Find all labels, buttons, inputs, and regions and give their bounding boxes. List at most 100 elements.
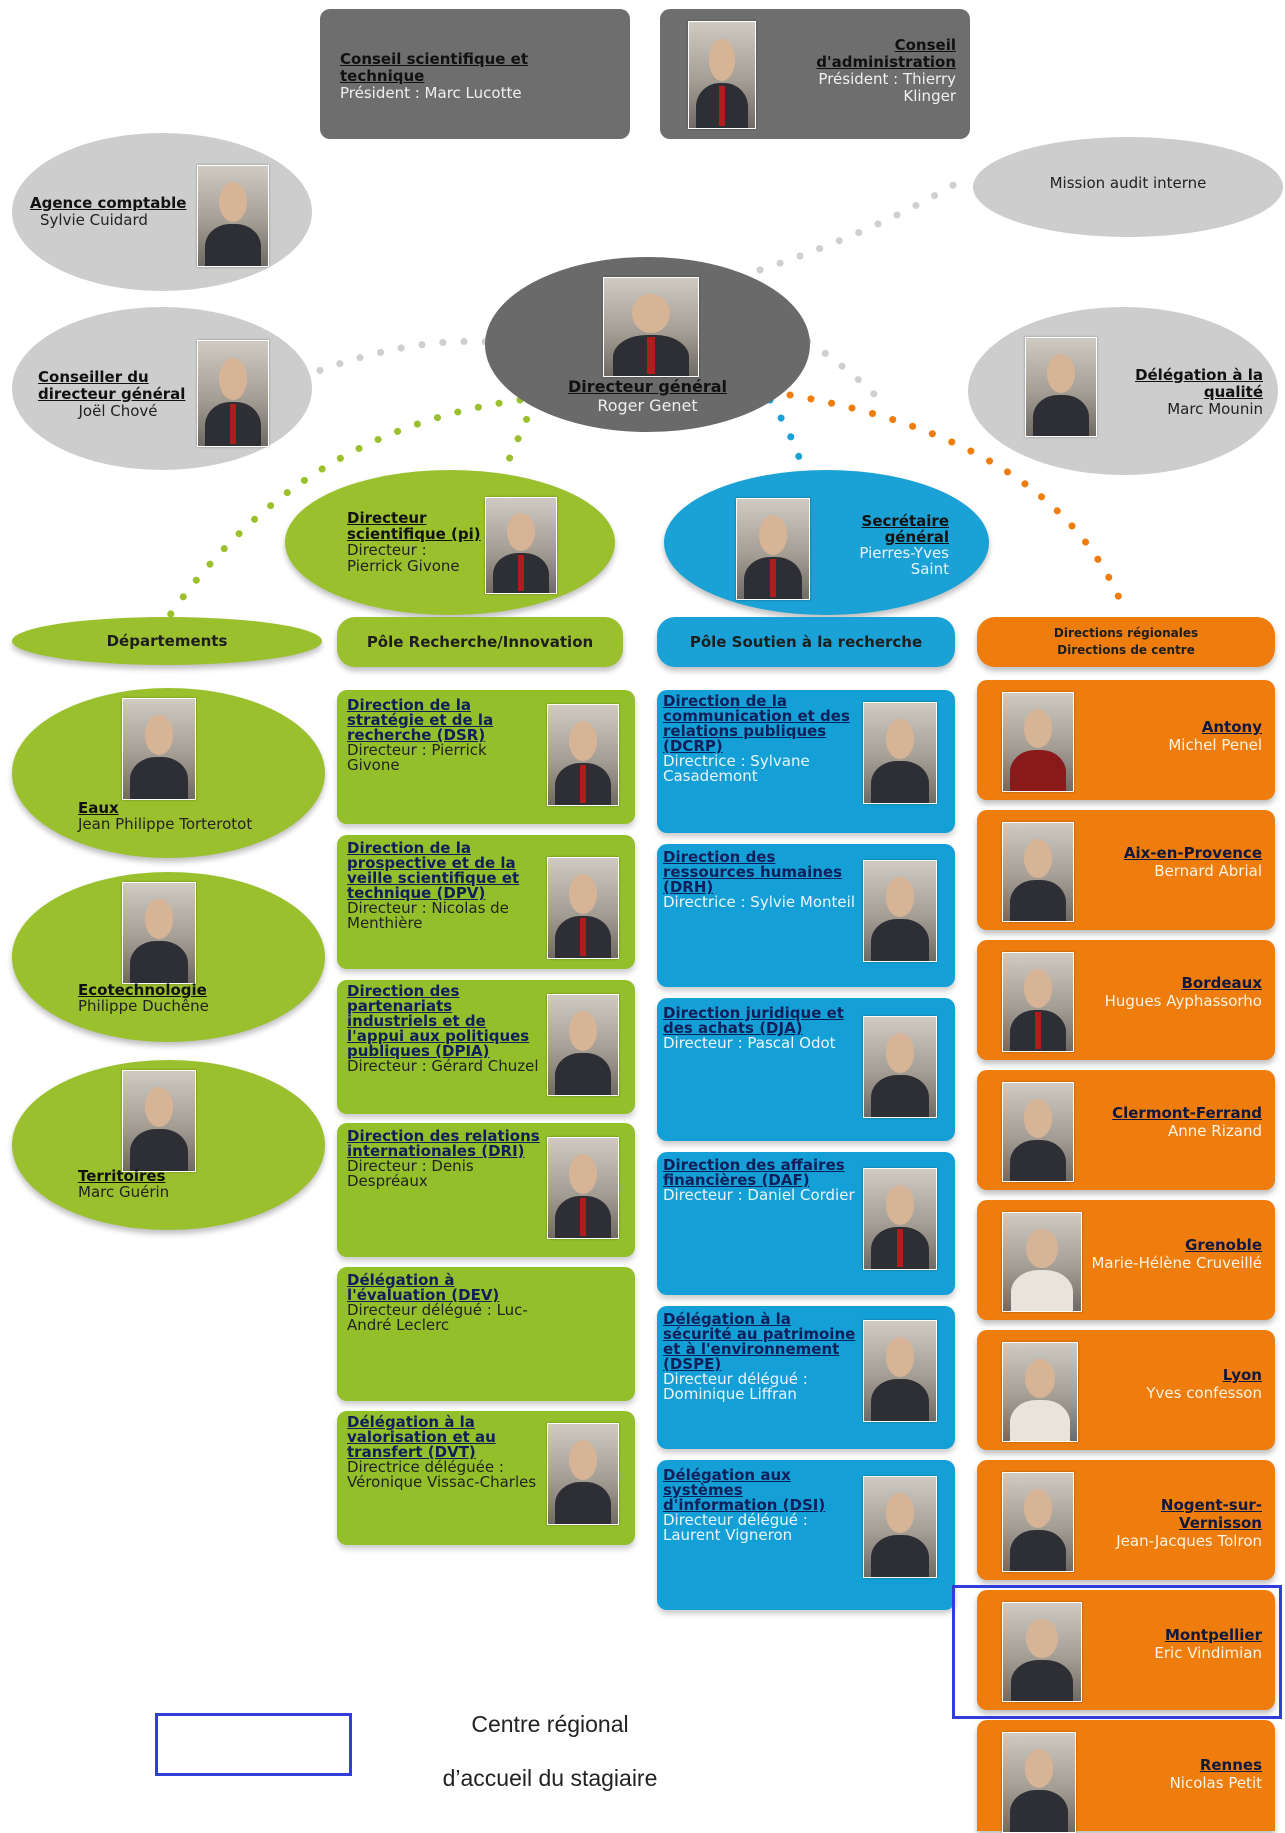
region-item: Antony Michel Penel bbox=[977, 680, 1275, 800]
region-item: Aix-en-Provence Bernard Abrial bbox=[977, 810, 1275, 930]
conseil-scientifique-title[interactable]: Conseil scientifique et technique bbox=[340, 50, 528, 85]
directeur-general-title[interactable]: Directeur général bbox=[567, 377, 728, 396]
region-title[interactable]: Antony bbox=[1201, 718, 1262, 736]
support-item: Direction des ressources humaines (DRH) … bbox=[657, 844, 955, 987]
qualite-title[interactable]: Délégation à la qualité bbox=[1135, 366, 1263, 401]
region-item: Rennes Nicolas Petit bbox=[977, 1720, 1275, 1833]
person-photo bbox=[547, 857, 619, 959]
department-item: Territoires Marc Guérin bbox=[12, 1060, 325, 1230]
research-item: Direction de la stratégie et de la reche… bbox=[337, 690, 635, 824]
directeur-scientifique-title[interactable]: Directeur scientifique (pi) bbox=[347, 509, 481, 543]
conseil-administration-title[interactable]: Conseil d'administration bbox=[816, 36, 956, 71]
region-director: Anne Rizand bbox=[1168, 1122, 1262, 1140]
agence-comptable-title[interactable]: Agence comptable bbox=[30, 194, 187, 212]
header-directions-regionales-line1: Directions régionales bbox=[1053, 626, 1199, 640]
region-item: Nogent-sur-Vernisson Jean-Jacques Tolron bbox=[977, 1460, 1275, 1580]
support-director: Directeur délégué : Dominique Liffran bbox=[663, 1370, 808, 1403]
support-title[interactable]: Direction des affaires financières (DAF) bbox=[663, 1156, 845, 1189]
person-photo bbox=[736, 498, 810, 600]
person-photo bbox=[197, 340, 269, 447]
person-photo bbox=[197, 165, 269, 267]
directeur-scientifique-name: Directeur : Pierrick Givone bbox=[347, 541, 460, 575]
research-title[interactable]: Délégation à la valorisation et au trans… bbox=[347, 1413, 496, 1461]
legend-line-1: Centre régional bbox=[471, 1711, 629, 1737]
support-title[interactable]: Direction des ressources humaines (DRH) bbox=[663, 848, 843, 896]
person-photo bbox=[603, 277, 699, 377]
agence-comptable-name: Sylvie Cuidard bbox=[40, 211, 148, 229]
region-title[interactable]: Grenoble bbox=[1185, 1236, 1262, 1254]
research-item: Direction de la prospective et de la vei… bbox=[337, 835, 635, 969]
research-title[interactable]: Délégation à l'évaluation (DEV) bbox=[347, 1271, 500, 1304]
research-title[interactable]: Direction des partenariats industriels e… bbox=[347, 982, 530, 1060]
header-directions-regionales: Directions régionales Directions de cent… bbox=[977, 617, 1275, 667]
research-title[interactable]: Direction des relations internationales … bbox=[347, 1127, 540, 1160]
person-photo bbox=[1002, 1212, 1082, 1312]
header-directions-regionales-line2: Directions de centre bbox=[1057, 643, 1195, 657]
department-name: Marc Guérin bbox=[78, 1183, 170, 1201]
region-title[interactable]: Lyon bbox=[1222, 1366, 1262, 1384]
region-title[interactable]: Aix-en-Provence bbox=[1123, 844, 1262, 862]
region-title[interactable]: Rennes bbox=[1199, 1756, 1262, 1774]
header-departements: Départements bbox=[12, 617, 322, 665]
region-director: Yves confesson bbox=[1146, 1384, 1262, 1402]
department-title[interactable]: Ecotechnologie bbox=[78, 981, 207, 999]
region-title[interactable]: Clermont-Ferrand bbox=[1112, 1104, 1262, 1122]
header-pole-soutien: Pôle Soutien à la recherche bbox=[657, 617, 955, 667]
directeur-scientifique-oval: Directeur scientifique (pi) Directeur : … bbox=[285, 470, 615, 615]
region-item: Grenoble Marie-Hélène Cruveillé bbox=[977, 1200, 1275, 1320]
legend-line-2: d’accueil du stagiaire bbox=[442, 1765, 658, 1791]
header-departements-label: Départements bbox=[106, 632, 228, 650]
conseiller-oval: Conseiller du directeur général Joël Cho… bbox=[12, 307, 312, 470]
region-title[interactable]: Nogent-sur-Vernisson bbox=[1160, 1496, 1262, 1532]
department-title[interactable]: Eaux bbox=[78, 799, 119, 817]
person-photo bbox=[863, 1320, 937, 1422]
support-item: Délégation aux systèmes d'information (D… bbox=[657, 1460, 955, 1610]
conseil-administration-president: Président : Thierry Klinger bbox=[818, 70, 956, 105]
secretaire-general-title[interactable]: Secrétaire général bbox=[861, 512, 949, 546]
agence-comptable-oval: Agence comptable Sylvie Cuidard bbox=[12, 133, 312, 291]
research-director: Directeur : Nicolas de Menthière bbox=[347, 899, 509, 932]
support-item: Direction juridique et des achats (DJA) … bbox=[657, 998, 955, 1141]
person-photo bbox=[547, 1137, 619, 1239]
directeur-general-oval: Directeur général Roger Genet bbox=[485, 257, 810, 432]
region-director: Bernard Abrial bbox=[1154, 862, 1262, 880]
region-director: Marie-Hélène Cruveillé bbox=[1091, 1254, 1262, 1272]
mission-audit-oval: Mission audit interne bbox=[973, 137, 1283, 237]
department-title[interactable]: Territoires bbox=[78, 1167, 166, 1185]
research-title[interactable]: Direction de la prospective et de la vei… bbox=[347, 839, 520, 902]
person-photo bbox=[547, 704, 619, 806]
directeur-general-name: Roger Genet bbox=[597, 396, 698, 415]
support-title[interactable]: Direction juridique et des achats (DJA) bbox=[663, 1004, 844, 1037]
person-photo bbox=[863, 702, 937, 804]
legend-swatch bbox=[155, 1713, 352, 1776]
person-photo bbox=[1002, 1472, 1074, 1572]
region-title[interactable]: Bordeaux bbox=[1181, 974, 1262, 992]
support-title[interactable]: Délégation aux systèmes d'information (D… bbox=[663, 1466, 826, 1514]
person-photo bbox=[485, 497, 557, 594]
legend-label: Centre régional d’accueil du stagiaire bbox=[380, 1697, 720, 1805]
support-director: Directeur délégué : Laurent Vigneron bbox=[663, 1511, 808, 1544]
research-title[interactable]: Direction de la stratégie et de la reche… bbox=[347, 696, 494, 744]
region-director: Michel Penel bbox=[1168, 736, 1262, 754]
person-photo bbox=[863, 1016, 937, 1118]
person-photo bbox=[547, 994, 619, 1096]
support-director: Directrice : Sylvane Casademont bbox=[663, 752, 810, 785]
support-title[interactable]: Délégation à la sécurité au patrimoine e… bbox=[663, 1310, 856, 1373]
person-photo bbox=[1002, 1082, 1074, 1182]
conseiller-title[interactable]: Conseiller du directeur général bbox=[38, 368, 186, 403]
support-director: Directeur : Pascal Odot bbox=[663, 1034, 836, 1052]
qualite-oval: Délégation à la qualité Marc Mounin bbox=[968, 307, 1278, 475]
department-item: Eaux Jean Philippe Torterotot bbox=[12, 688, 325, 858]
research-director: Directrice déléguée : Véronique Vissac-C… bbox=[347, 1458, 537, 1491]
conseil-administration-box: Conseil d'administration Président : Thi… bbox=[660, 9, 970, 139]
person-photo bbox=[688, 21, 756, 129]
person-photo bbox=[1002, 822, 1074, 922]
support-title[interactable]: Direction de la communication et des rel… bbox=[663, 692, 850, 755]
region-item: Bordeaux Hugues Ayphassorho bbox=[977, 940, 1275, 1060]
region-director: Eric Vindimian bbox=[1154, 1644, 1262, 1662]
mission-audit-title[interactable]: Mission audit interne bbox=[1049, 174, 1207, 192]
person-photo bbox=[547, 1423, 619, 1525]
region-title[interactable]: Montpellier bbox=[1165, 1626, 1262, 1644]
person-photo bbox=[1002, 1732, 1076, 1833]
research-item: Direction des partenariats industriels e… bbox=[337, 980, 635, 1114]
